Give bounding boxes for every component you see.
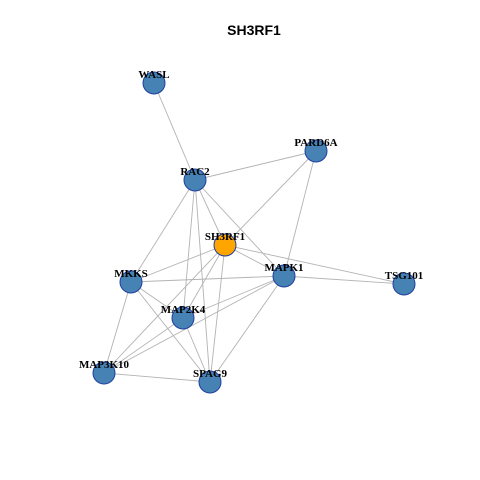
edge-mkks-spag9	[130, 281, 211, 383]
edge-rac2-mkks	[130, 179, 196, 283]
edge-mkks-map3k10	[103, 281, 132, 374]
edge-pard6a-sh3rf1	[224, 150, 317, 246]
node-label-pard6a: PARD6A	[294, 137, 337, 149]
edge-rac2-map2k4	[182, 179, 196, 319]
node-label-spag9: SPAG9	[193, 368, 228, 380]
edge-mapk1-map3k10	[103, 275, 285, 374]
node-rac2[interactable]	[183, 168, 207, 192]
edge-map2k4-spag9	[182, 317, 211, 383]
node-wasl[interactable]	[142, 71, 166, 95]
node-label-map3k10: MAP3K10	[79, 359, 130, 371]
node-map2k4[interactable]	[171, 306, 195, 330]
edge-mkks-mapk1	[130, 275, 285, 283]
edge-wasl-rac2	[153, 82, 196, 181]
node-pard6a[interactable]	[304, 139, 328, 163]
node-label-tsg101: TSG101	[385, 270, 424, 282]
edge-pard6a-mapk1	[283, 150, 317, 277]
edge-sh3rf1-map2k4	[182, 244, 226, 319]
node-mkks[interactable]	[119, 270, 143, 294]
edge-rac2-pard6a	[194, 150, 317, 181]
edge-rac2-spag9	[194, 179, 211, 383]
node-label-rac2: RAC2	[180, 166, 210, 178]
graph-title: SH3RF1	[227, 22, 281, 38]
edge-map3k10-spag9	[103, 372, 211, 383]
node-label-wasl: WASL	[138, 69, 169, 81]
edge-sh3rf1-spag9	[209, 244, 226, 383]
node-label-mkks: MKKS	[114, 268, 148, 280]
node-mapk1[interactable]	[272, 264, 296, 288]
edges-layer	[103, 82, 405, 383]
edge-sh3rf1-map3k10	[103, 244, 226, 374]
edge-mapk1-spag9	[209, 275, 285, 383]
node-map3k10[interactable]	[92, 361, 116, 385]
node-sh3rf1[interactable]	[213, 233, 237, 257]
edge-mapk1-tsg101	[283, 275, 405, 285]
edge-rac2-mapk1	[194, 179, 285, 277]
node-label-sh3rf1: SH3RF1	[205, 231, 245, 243]
edge-mapk1-map2k4	[182, 275, 285, 319]
node-spag9[interactable]	[198, 370, 222, 394]
edge-rac2-sh3rf1	[194, 179, 226, 246]
node-tsg101[interactable]	[392, 272, 416, 296]
node-label-map2k4: MAP2K4	[161, 304, 206, 316]
edge-map2k4-map3k10	[103, 317, 184, 374]
edge-sh3rf1-tsg101	[224, 244, 405, 285]
nodes-layer	[92, 71, 416, 394]
node-label-mapk1: MAPK1	[264, 262, 303, 274]
edge-sh3rf1-mkks	[130, 244, 226, 283]
